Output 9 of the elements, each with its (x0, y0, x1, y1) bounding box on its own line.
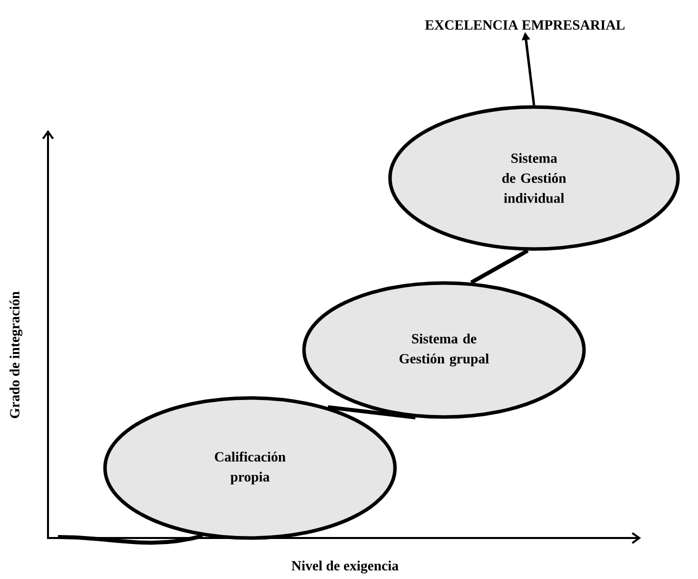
connector (328, 405, 416, 420)
ellipse-node: Sistema de Gestión individual (388, 105, 680, 251)
axis-label: Grado de integración (10, 291, 22, 418)
ellipse-node: Sistema de Gestión grupal (302, 281, 586, 419)
connector (58, 534, 203, 545)
heading-text: EXCELENCIA EMPRESARIAL (425, 20, 625, 30)
axis-label: Nivel de exigencia (292, 560, 398, 574)
ellipse-node: Calificación propia (103, 396, 397, 540)
connector (470, 248, 529, 284)
